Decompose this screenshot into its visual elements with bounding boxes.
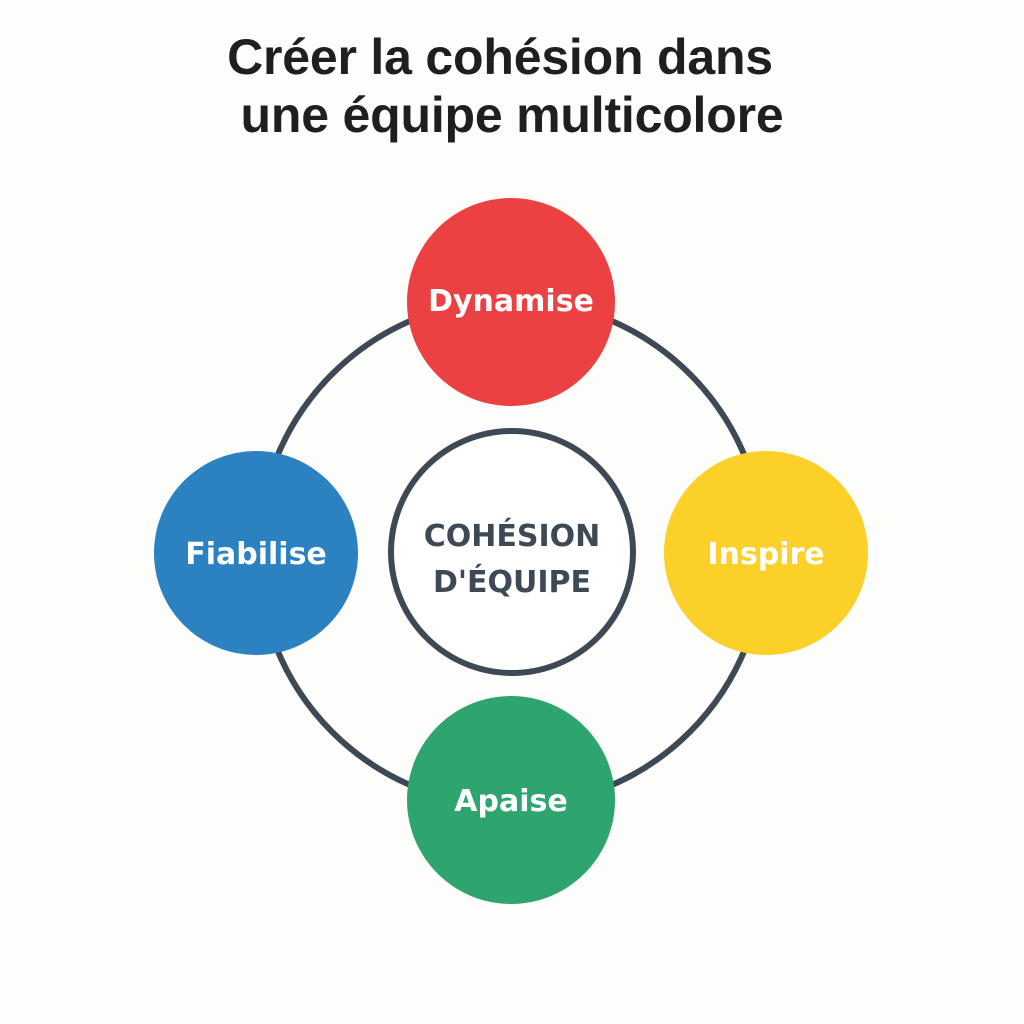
node-fiabilise: Fiabilise [154,451,358,655]
node-dynamise: Dynamise [407,198,615,406]
center-label-line-2: D'ÉQUIPE [433,564,591,600]
title-line-1: Créer la cohésion dans [227,29,773,85]
node-label-inspire: Inspire [707,537,824,572]
node-inspire: Inspire [664,451,868,655]
node-label-fiabilise: Fiabilise [185,537,327,572]
node-apaise: Apaise [407,696,615,904]
node-label-dynamise: Dynamise [428,284,594,319]
title-line-2: une équipe multicolore [240,87,784,143]
page-title: Créer la cohésion dans une équipe multic… [0,28,1024,144]
node-label-apaise: Apaise [454,784,567,819]
center-label-line-1: COHÉSION [424,518,601,554]
center-circle: COHÉSION D'ÉQUIPE [388,428,636,676]
